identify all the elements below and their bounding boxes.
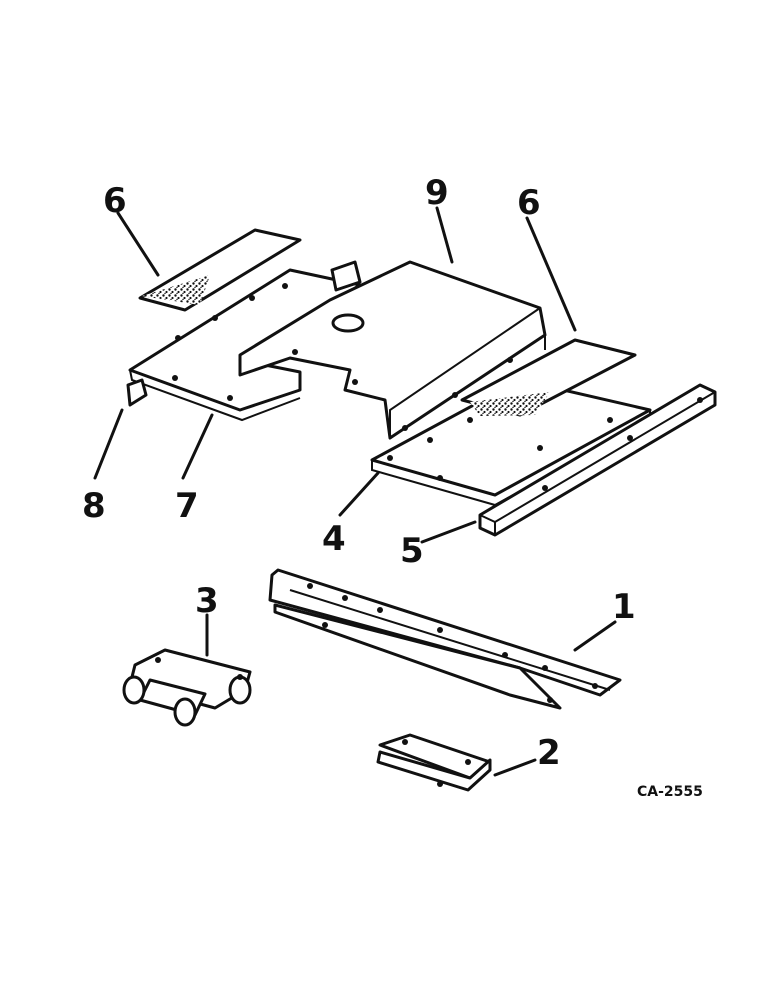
callout-2: 2 [537,733,561,773]
leader-lines [93,206,617,777]
hinge-bracket [122,648,252,727]
angle-rail [478,383,717,537]
callout-8: 8 [82,486,106,526]
u-clip [376,733,492,792]
callout-7: 7 [175,486,199,526]
bracket-left [126,378,148,407]
callout-4: 4 [322,519,346,559]
callout-6-left: 6 [103,181,127,221]
callout-5: 5 [400,531,424,571]
callout-6-right: 6 [517,183,541,223]
floor-mat-left [138,228,302,312]
floor-mat-right [460,338,637,417]
top-bracket [330,260,362,292]
long-strip-assembly [268,568,622,710]
drawing-code: CA-2555 [637,784,703,800]
callout-9: 9 [425,173,449,213]
callout-3: 3 [195,581,219,621]
center-cover [238,260,547,440]
callout-1: 1 [612,587,636,627]
